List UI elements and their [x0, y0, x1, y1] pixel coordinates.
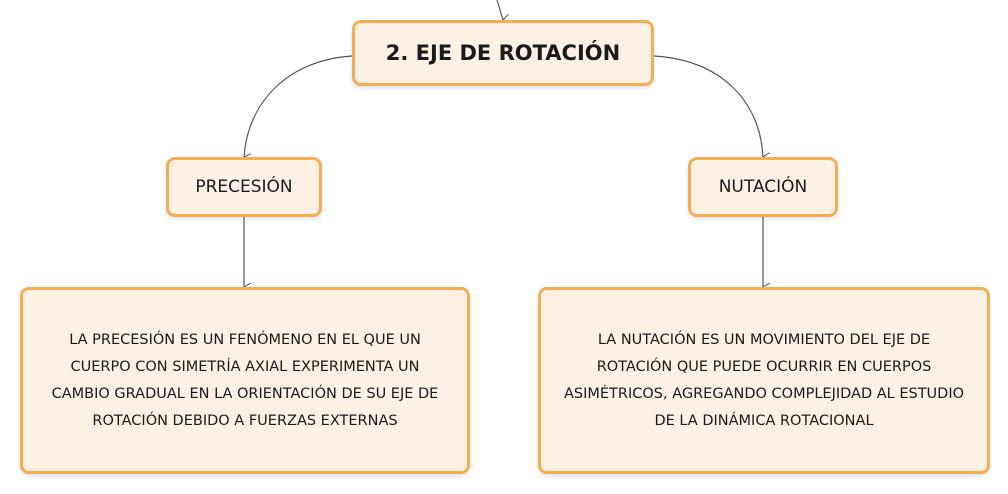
precesion-node-label: PRECESIÓN	[195, 177, 293, 197]
nutacion-description-text: LA NUTACIÓN ES UN MOVIMIENTO DEL EJE DE …	[563, 331, 965, 429]
precesion-description-text: LA PRECESIÓN ES UN FENÓMENO EN EL QUE UN…	[51, 331, 439, 429]
root-to-precesion-connector	[244, 55, 353, 157]
nutacion-node-label: NUTACIÓN	[718, 177, 808, 197]
root-to-nutacion-connector	[653, 55, 763, 157]
precesion-description-node[interactable]: LA PRECESIÓN ES UN FENÓMENO EN EL QUE UN…	[20, 287, 470, 474]
incoming-connector	[496, 0, 503, 20]
root-node[interactable]: 2. EJE DE ROTACIÓN	[352, 20, 654, 86]
nutacion-description-node[interactable]: LA NUTACIÓN ES UN MOVIMIENTO DEL EJE DE …	[538, 287, 990, 474]
precesion-node[interactable]: PRECESIÓN	[166, 157, 322, 217]
root-node-label: 2. EJE DE ROTACIÓN	[385, 41, 621, 65]
nutacion-node[interactable]: NUTACIÓN	[688, 157, 838, 217]
